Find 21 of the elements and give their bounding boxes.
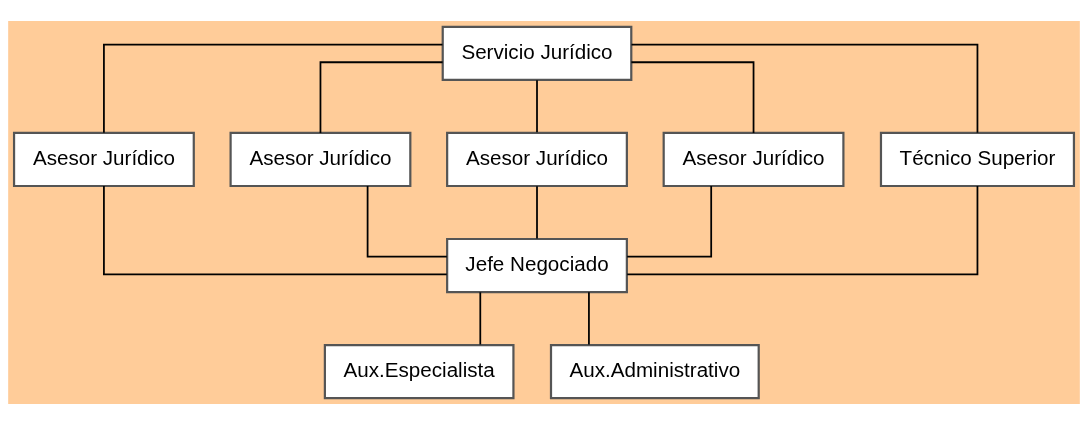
connector xyxy=(630,61,755,134)
node-box: Aux.Especialista xyxy=(323,343,515,400)
connector xyxy=(366,185,448,258)
connector xyxy=(319,61,444,134)
connector xyxy=(630,43,979,134)
connector xyxy=(626,185,713,258)
connector xyxy=(626,185,979,276)
node-box: Aux.Administrativo xyxy=(549,343,760,400)
node-box: Técnico Superior xyxy=(879,131,1076,188)
node-box: Servicio Jurídico xyxy=(441,25,633,82)
node-box: Asesor Jurídico xyxy=(229,131,412,188)
connector xyxy=(103,43,444,134)
node-box: Asesor Jurídico xyxy=(446,131,628,188)
connector xyxy=(536,185,538,240)
node-box: Jefe Negociado xyxy=(446,237,628,294)
node-box: Asesor Jurídico xyxy=(12,131,195,188)
connector xyxy=(536,79,538,134)
connector xyxy=(588,291,590,346)
connector xyxy=(479,291,482,346)
node-box: Asesor Jurídico xyxy=(662,131,845,188)
connector xyxy=(103,185,448,276)
